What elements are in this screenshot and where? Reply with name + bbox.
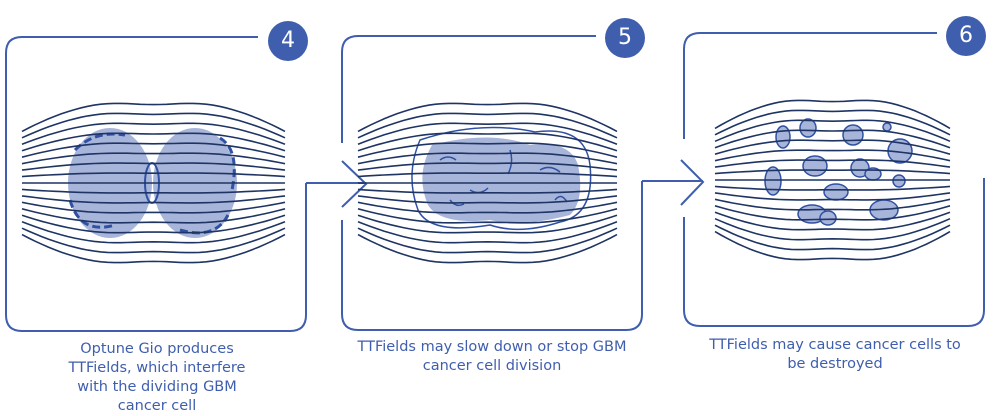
cell-fragment xyxy=(823,183,849,201)
field-line xyxy=(357,208,618,224)
field-line xyxy=(357,122,618,146)
field-line xyxy=(714,198,951,211)
field-line xyxy=(714,230,951,261)
field-line xyxy=(714,109,951,136)
field-line xyxy=(21,188,286,194)
field-line xyxy=(21,208,286,224)
field-line xyxy=(714,129,951,149)
field-lines xyxy=(21,99,951,264)
field-line xyxy=(357,188,618,194)
field-line xyxy=(714,169,951,175)
panel-1-frame xyxy=(5,36,307,332)
field-line xyxy=(21,162,286,171)
step-4-badge: 4 xyxy=(268,21,308,61)
field-line xyxy=(21,201,286,214)
panel-3-frame xyxy=(683,32,985,327)
field-line xyxy=(357,102,618,133)
field-line xyxy=(21,132,286,152)
step-4-caption: Optune Gio produces TTFields, which inte… xyxy=(68,341,246,414)
field-line xyxy=(357,132,618,152)
field-line xyxy=(357,233,618,264)
field-line xyxy=(21,152,286,165)
field-line xyxy=(357,112,618,139)
field-line xyxy=(357,227,618,254)
connector-arrow-1 xyxy=(306,160,368,208)
panel-frames xyxy=(5,32,985,332)
field-line xyxy=(714,149,951,162)
cell-fragment xyxy=(802,155,828,177)
field-line xyxy=(357,172,618,178)
field-line xyxy=(21,122,286,146)
stalled-cell xyxy=(411,126,592,231)
field-line xyxy=(21,112,286,139)
field-line xyxy=(714,211,951,231)
field-line xyxy=(714,119,951,143)
field-line xyxy=(357,220,618,244)
field-line xyxy=(714,99,951,130)
cell-fragment xyxy=(764,166,782,196)
step-5-badge: 5 xyxy=(605,18,645,58)
field-line xyxy=(357,162,618,171)
field-line xyxy=(21,172,286,178)
field-line xyxy=(21,214,286,234)
field-line xyxy=(21,102,286,133)
field-line xyxy=(714,192,951,201)
panel-2-frame xyxy=(341,35,643,331)
cell-fragment xyxy=(819,210,837,226)
field-line xyxy=(714,139,951,155)
connector-arrow-2 xyxy=(642,159,705,206)
cell-fragment xyxy=(775,125,791,149)
field-line xyxy=(21,195,286,204)
field-line xyxy=(714,205,951,221)
field-line xyxy=(21,233,286,264)
step-6-caption: TTFields may cause cancer cells to be de… xyxy=(709,337,961,372)
field-line xyxy=(21,227,286,254)
cell-fragment xyxy=(892,174,906,188)
field-line xyxy=(357,214,618,234)
step-5-caption: TTFields may slow down or stop GBM cance… xyxy=(357,339,627,374)
cell-fragment xyxy=(882,122,892,132)
step-6-badge: 6 xyxy=(946,16,986,56)
field-line xyxy=(21,142,286,158)
field-line xyxy=(21,220,286,244)
field-line xyxy=(714,224,951,251)
field-line xyxy=(357,195,618,204)
field-line xyxy=(714,217,951,241)
cell-fragment xyxy=(799,118,817,138)
field-line xyxy=(714,159,951,168)
cell-fragment xyxy=(842,124,864,146)
field-line xyxy=(357,152,618,165)
field-line xyxy=(357,142,618,158)
field-line xyxy=(714,185,951,191)
field-line xyxy=(357,201,618,214)
